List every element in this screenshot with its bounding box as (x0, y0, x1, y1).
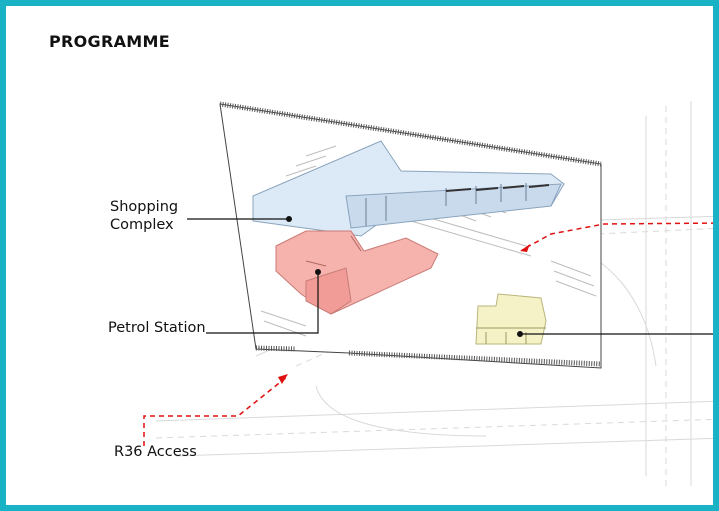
arrow-head-icon (520, 244, 530, 252)
shopping-leader-dot (286, 216, 292, 222)
petrol-station-building (275, 230, 439, 315)
r36-access-label: R36 Access (114, 444, 197, 460)
arrow-head-icon (278, 374, 288, 384)
page-title: PROGRAMME (49, 32, 170, 51)
third-building-leader-dot (517, 331, 523, 337)
shopping-complex-building (252, 140, 565, 237)
petrol-leader-dot (315, 269, 321, 275)
access-route-arrows (143, 222, 713, 446)
site-plan (143, 101, 713, 486)
leader-lines (187, 218, 713, 335)
third-building (475, 293, 547, 345)
petrol-station-label: Petrol Station (108, 320, 206, 336)
shopping-complex-label: Shopping Complex (110, 199, 179, 233)
